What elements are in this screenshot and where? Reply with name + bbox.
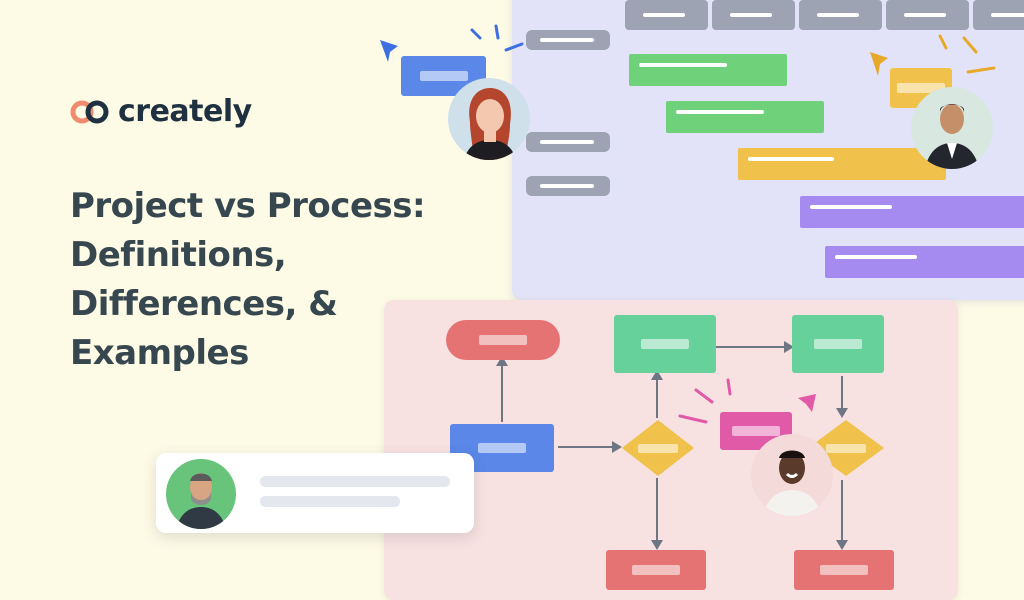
flow-end-node [606, 550, 706, 590]
comment-line-placeholder [260, 476, 450, 487]
timeline-header-cell [712, 0, 795, 30]
creately-logo: creately [70, 94, 252, 129]
flow-start-node [446, 320, 560, 360]
avatar [166, 459, 236, 529]
gantt-bar [825, 246, 1024, 278]
brand-name: creately [118, 94, 252, 129]
page-title: Project vs Process: Definitions, Differe… [70, 182, 470, 378]
flow-decision-node [622, 420, 694, 476]
avatar [751, 434, 833, 516]
timeline-header-cell [886, 0, 969, 30]
task-label [526, 176, 610, 196]
flow-process-node [614, 315, 716, 373]
task-label [526, 132, 610, 152]
avatar [911, 87, 993, 169]
title-line: Project vs Process: [70, 186, 426, 226]
gantt-bar [800, 196, 1024, 228]
timeline-header-cell [973, 0, 1024, 30]
gantt-bar [629, 54, 787, 86]
gantt-bar [666, 101, 824, 133]
title-line: Differences, & [70, 284, 338, 324]
gantt-chart-illustration [512, 0, 1024, 300]
task-label [526, 30, 610, 50]
timeline-header-cell [625, 0, 708, 30]
flow-process-node [792, 315, 884, 373]
flowchart-illustration [384, 300, 958, 600]
comment-line-placeholder [260, 496, 400, 507]
title-line: Examples [70, 333, 249, 373]
creately-logo-icon [70, 99, 110, 125]
avatar [448, 78, 530, 160]
gantt-bar [738, 148, 946, 180]
timeline-header-cell [799, 0, 882, 30]
flow-end-node [794, 550, 894, 590]
title-line: Definitions, [70, 235, 287, 275]
comment-card [156, 453, 474, 533]
